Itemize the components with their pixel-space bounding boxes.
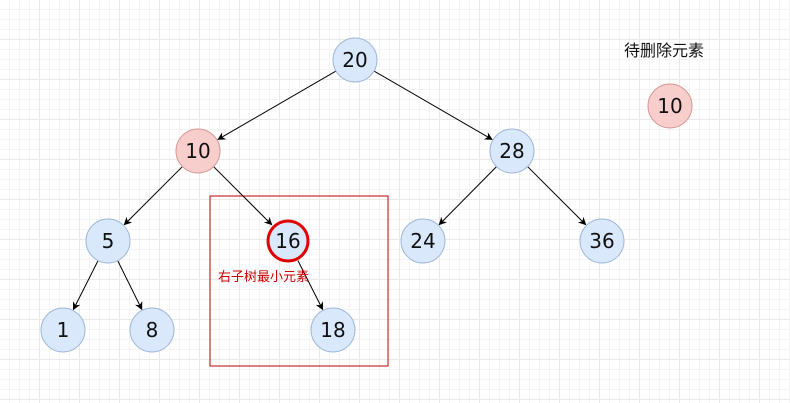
- edge-n20-n28: [373, 70, 493, 140]
- legend-node-label: 10: [657, 94, 682, 118]
- legend-title: 待删除元素: [624, 41, 704, 60]
- tree-node-1: 1: [40, 307, 86, 353]
- tree-node-18: 18: [310, 307, 356, 353]
- right-subtree-box: [209, 195, 389, 367]
- min-element-annotation: 右子树最小元素: [218, 270, 309, 285]
- tree-node-36: 36: [579, 218, 625, 264]
- tree-node-8: 8: [129, 307, 175, 353]
- tree-node-16: 16: [266, 219, 310, 263]
- tree-node-label-24: 24: [410, 229, 435, 253]
- tree-node-label-28: 28: [499, 139, 524, 163]
- tree-node-label-20: 20: [342, 48, 367, 72]
- tree-node-28: 28: [489, 128, 535, 174]
- tree-node-circle-24: [400, 218, 446, 264]
- edge-n28-n36: [527, 166, 587, 226]
- tree-node-20: 20: [332, 37, 378, 83]
- tree-node-circle-10: [175, 128, 221, 174]
- tree-node-circle-20: [332, 37, 378, 83]
- tree-node-24: 24: [400, 218, 446, 264]
- tree-node-10: 10: [175, 128, 221, 174]
- tree-node-circle-1: [40, 307, 86, 353]
- tree-node-circle-16: [266, 219, 310, 263]
- tree-node-circle-18: [310, 307, 356, 353]
- edge-n10-n5: [123, 166, 183, 226]
- tree-node-circle-28: [489, 128, 535, 174]
- tree-node-circle-5: [85, 218, 131, 264]
- tree-node-circle-36: [579, 218, 625, 264]
- edge-n20-n10: [217, 70, 337, 140]
- legend-node: 10: [647, 83, 693, 129]
- edge-n5-n1: [72, 260, 99, 311]
- tree-node-5: 5: [85, 218, 131, 264]
- edge-n16-n18: [297, 260, 324, 311]
- tree-node-label-8: 8: [146, 318, 159, 342]
- tree-node-label-1: 1: [57, 318, 70, 342]
- edge-n10-n16: [213, 166, 273, 226]
- tree-node-label-5: 5: [102, 229, 115, 253]
- tree-node-label-36: 36: [589, 229, 614, 253]
- tree-node-circle-8: [129, 307, 175, 353]
- edge-n5-n8: [117, 260, 143, 311]
- tree-node-label-16: 16: [275, 229, 300, 253]
- legend-node-circle: [647, 83, 693, 129]
- tree-node-label-18: 18: [320, 318, 345, 342]
- tree-node-label-10: 10: [185, 139, 210, 163]
- edge-n28-n24: [438, 166, 497, 226]
- edges-group: [72, 70, 587, 311]
